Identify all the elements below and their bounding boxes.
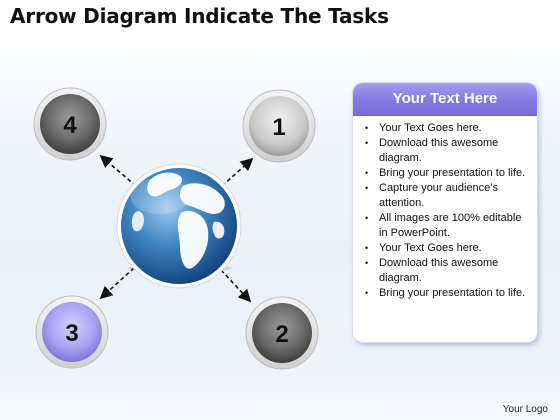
list-item: •Capture your audience’s attention. (365, 182, 499, 209)
bullet-icon: • (365, 243, 369, 253)
bullet-icon: • (365, 168, 369, 178)
panel-header: Your Text Here (353, 83, 537, 116)
globe-icon (116, 163, 242, 289)
text-panel: Your Text Here •Your Text Goes here. •Do… (353, 83, 537, 342)
bullet-icon: • (365, 123, 369, 133)
arrow-to-node-4 (99, 154, 137, 187)
bullet-icon: • (365, 213, 369, 223)
list-item: •All images are 100% editable in PowerPo… (365, 212, 522, 239)
list-item: •Bring your presentation to life. (365, 167, 526, 179)
arrow-to-node-1 (221, 157, 254, 187)
node-1: 1 (242, 89, 316, 163)
panel-list: •Your Text Goes here. •Download this awe… (353, 116, 537, 301)
page-title: Arrow Diagram Indicate The Tasks (10, 4, 389, 28)
arrow-to-node-3 (99, 267, 135, 300)
node-4: 4 (33, 87, 107, 161)
node-2: 2 (245, 296, 319, 370)
list-item: •Bring your presentation to life. (365, 287, 526, 299)
node-3-label: 3 (65, 320, 78, 347)
node-4-label: 4 (63, 112, 77, 139)
bullet-icon: • (365, 138, 369, 148)
list-item: •Download this awesome diagram. (365, 137, 499, 164)
list-item: •Download this awesome diagram. (365, 257, 499, 284)
list-item: •Your Text Goes here. (365, 242, 482, 254)
node-1-label: 1 (272, 114, 285, 141)
bullet-icon: • (365, 183, 369, 193)
bullet-icon: • (365, 258, 369, 268)
node-2-label: 2 (275, 321, 288, 348)
header-band (0, 0, 560, 42)
bullet-icon: • (365, 288, 369, 298)
list-item: •Your Text Goes here. (365, 122, 482, 134)
arrow-to-node-2 (220, 269, 252, 303)
logo-text: Your Logo (502, 404, 548, 415)
node-3: 3 (35, 295, 109, 369)
